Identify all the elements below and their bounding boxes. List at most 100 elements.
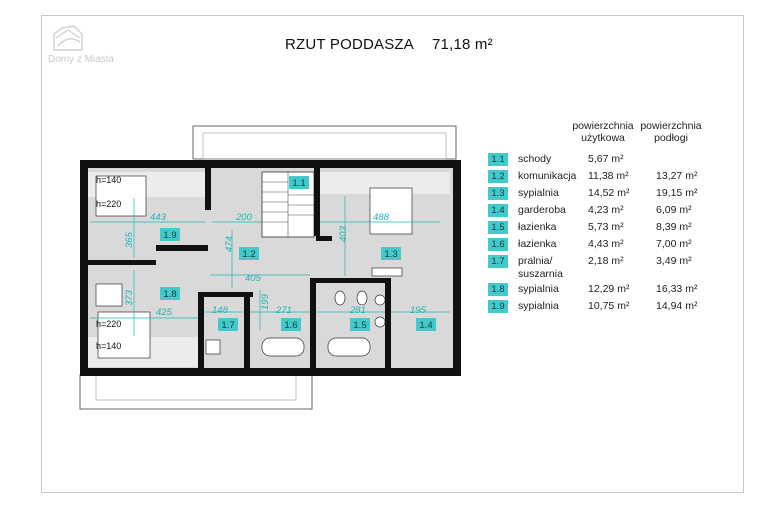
bed-bottom-left bbox=[97, 311, 151, 359]
room-usable: 11,38 m² bbox=[588, 170, 629, 182]
header-floor: powierzchnia podłogi bbox=[640, 120, 702, 144]
header-usable: powierzchnia użytkowa bbox=[572, 120, 634, 144]
bed-right bbox=[369, 187, 413, 235]
dim-425: 425 bbox=[156, 307, 173, 318]
legend-row: 1.5 łazienka 5,73 m² 8,39 m² bbox=[488, 221, 718, 237]
tag-1-1: 1.1 bbox=[292, 178, 305, 189]
room-name: pralnia/ suszarnia bbox=[518, 255, 563, 280]
dim-365: 365 bbox=[124, 231, 135, 248]
room-floor: 8,39 m² bbox=[656, 221, 692, 233]
toilet-1 bbox=[334, 290, 346, 306]
top-balcony bbox=[192, 125, 457, 160]
stair-steps bbox=[262, 172, 314, 237]
room-floor: 13,27 m² bbox=[656, 170, 698, 182]
desk-left bbox=[95, 283, 123, 307]
dim-195: 195 bbox=[410, 305, 427, 316]
title-text: RZUT PODDASZA bbox=[285, 36, 415, 53]
room-number: 1.4 bbox=[488, 204, 508, 217]
height-140-bottom: h=140 bbox=[96, 341, 121, 351]
wardrobe-right bbox=[371, 267, 403, 277]
interior-walls bbox=[88, 168, 391, 368]
dim-403: 403 bbox=[338, 225, 349, 242]
tag-1-9: 1.9 bbox=[163, 230, 176, 241]
height-220-top: h=220 bbox=[96, 199, 121, 209]
legend-row: 1.7 pralnia/ suszarnia 2,18 m² 3,49 m² bbox=[488, 255, 718, 283]
bottom-terrace bbox=[79, 374, 313, 410]
room-tags: 1.1 1.2 1.3 1.4 1.5 1.6 1.7 1.8 1.9 bbox=[160, 176, 436, 331]
height-labels: h=140 h=220 h=220 h=140 bbox=[96, 175, 121, 351]
room-floor: 16,33 m² bbox=[656, 283, 698, 295]
room-usable: 14,52 m² bbox=[588, 187, 630, 199]
room-number: 1.6 bbox=[488, 238, 508, 251]
dim-281: 281 bbox=[349, 305, 366, 316]
low-zone-top-right bbox=[320, 172, 450, 194]
room-number: 1.8 bbox=[488, 283, 508, 296]
room-name: sypialnia bbox=[518, 300, 559, 312]
room-floor: 19,15 m² bbox=[656, 187, 698, 199]
dim-148: 148 bbox=[212, 305, 229, 316]
legend-row: 1.2 komunikacja 11,38 m² 13,27 m² bbox=[488, 170, 718, 186]
bathtub-right bbox=[327, 337, 371, 357]
title-area: 71,18 m² bbox=[432, 36, 493, 53]
bed-top-left bbox=[95, 175, 147, 217]
drawing-frame bbox=[41, 15, 744, 493]
dim-200: 200 bbox=[235, 212, 253, 223]
legend-row: 1.1 schody 5,67 m² bbox=[488, 153, 718, 169]
room-usable: 4,43 m² bbox=[588, 238, 624, 250]
washing-machine bbox=[205, 339, 221, 355]
room-floor: 3,49 m² bbox=[656, 255, 692, 267]
room-number: 1.7 bbox=[488, 255, 508, 268]
room-name: łazienka bbox=[518, 221, 557, 233]
room-usable: 5,67 m² bbox=[588, 153, 624, 165]
room-number: 1.2 bbox=[488, 170, 508, 183]
legend-row: 1.8 sypialnia 12,29 m² 16,33 m² bbox=[488, 283, 718, 299]
tag-1-6: 1.6 bbox=[284, 320, 297, 331]
dim-405: 405 bbox=[245, 273, 262, 284]
room-name: komunikacja bbox=[518, 170, 577, 182]
room-name: sypialnia bbox=[518, 187, 559, 199]
room-number: 1.5 bbox=[488, 221, 508, 234]
top-balcony-inner bbox=[202, 132, 447, 160]
tag-1-8: 1.8 bbox=[163, 289, 176, 300]
legend-row: 1.4 garderoba 4,23 m² 6,09 m² bbox=[488, 204, 718, 220]
room-usable: 2,18 m² bbox=[588, 255, 624, 267]
logo-text: Domy z Miasta bbox=[48, 54, 115, 65]
tag-1-3: 1.3 bbox=[384, 249, 397, 260]
dim-271: 271 bbox=[275, 305, 292, 316]
room-floor: 6,09 m² bbox=[656, 204, 692, 216]
room-number: 1.3 bbox=[488, 187, 508, 200]
room-usable: 10,75 m² bbox=[588, 300, 630, 312]
room-name: schody bbox=[518, 153, 552, 165]
toilet-2 bbox=[356, 290, 368, 306]
dimension-labels: 443 200 488 365 474 403 405 199 373 425 … bbox=[124, 212, 427, 318]
legend-row: 1.3 sypialnia 14,52 m² 19,15 m² bbox=[488, 187, 718, 203]
room-number: 1.9 bbox=[488, 300, 508, 313]
bottom-terrace-inner bbox=[95, 374, 297, 401]
dim-474: 474 bbox=[224, 236, 235, 252]
dim-373: 373 bbox=[124, 289, 135, 306]
washbasin-2 bbox=[374, 316, 386, 328]
tag-1-7: 1.7 bbox=[221, 320, 234, 331]
height-140-top: h=140 bbox=[96, 175, 121, 185]
room-floor: 14,94 m² bbox=[656, 300, 698, 312]
room-usable: 12,29 m² bbox=[588, 283, 630, 295]
bathtub-left bbox=[261, 337, 305, 357]
washbasin-right bbox=[374, 294, 386, 306]
room-floor: 7,00 m² bbox=[656, 238, 692, 250]
tag-1-2: 1.2 bbox=[242, 249, 255, 260]
outer-wall bbox=[80, 160, 461, 376]
tag-1-5: 1.5 bbox=[353, 320, 366, 331]
room-name: sypialnia bbox=[518, 283, 559, 295]
legend-row: 1.6 łazienka 4,43 m² 7,00 m² bbox=[488, 238, 718, 254]
dim-443: 443 bbox=[150, 212, 167, 223]
tag-1-4: 1.4 bbox=[419, 320, 432, 331]
fixtures bbox=[95, 175, 413, 359]
room-name: łazienka bbox=[518, 238, 557, 250]
logo-icon bbox=[53, 25, 83, 51]
legend-row: 1.9 sypialnia 10,75 m² 14,94 m² bbox=[488, 300, 718, 316]
page-title: RZUT PODDASZA 71,18 m² bbox=[285, 36, 493, 53]
room-usable: 4,23 m² bbox=[588, 204, 624, 216]
dim-488: 488 bbox=[373, 212, 390, 223]
room-number: 1.1 bbox=[488, 153, 508, 166]
